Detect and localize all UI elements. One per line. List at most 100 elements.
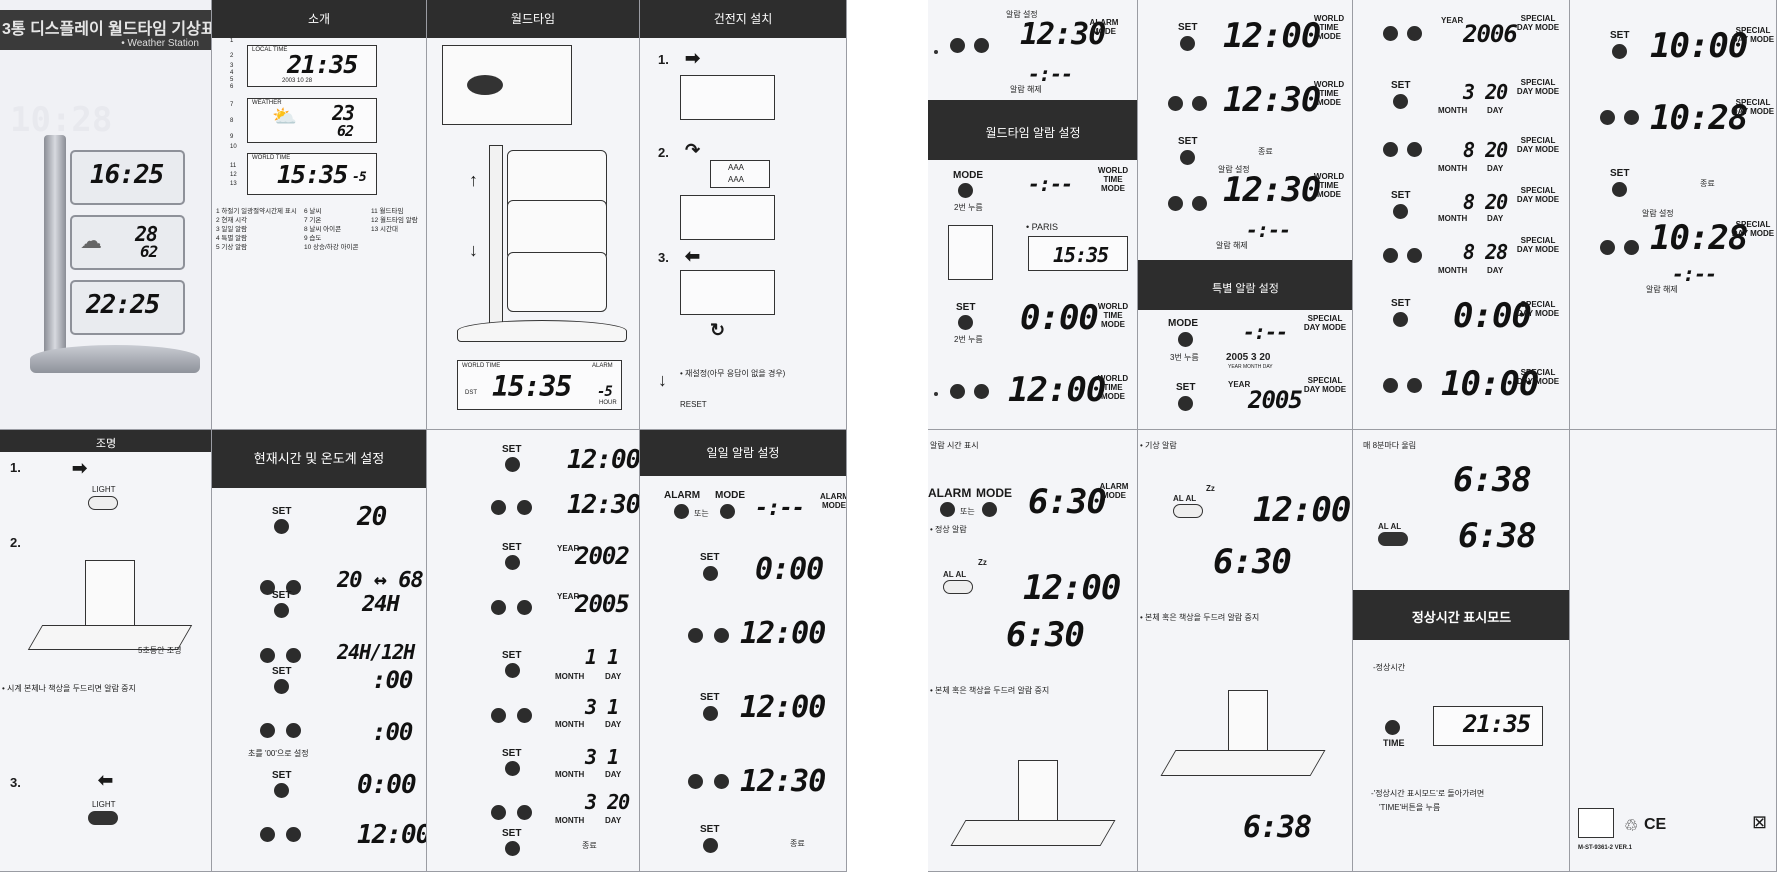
alarm-mode-label: ALARM MODE bbox=[1099, 482, 1129, 500]
set-button[interactable] bbox=[505, 841, 520, 856]
down-button[interactable] bbox=[1600, 240, 1615, 255]
battery-step-1: 1. bbox=[658, 52, 669, 67]
down-button[interactable] bbox=[950, 384, 965, 399]
set-button[interactable] bbox=[274, 679, 289, 694]
up-button[interactable] bbox=[517, 708, 532, 723]
set-button[interactable] bbox=[958, 315, 973, 330]
worldtime-screen-2 bbox=[507, 200, 607, 260]
mode-button[interactable] bbox=[958, 183, 973, 198]
legend-item: 6 날씨 bbox=[304, 208, 322, 215]
up-button[interactable] bbox=[974, 38, 989, 53]
down-button[interactable] bbox=[688, 774, 703, 789]
down-button[interactable] bbox=[491, 500, 506, 515]
p2c1-time-2: -:-- bbox=[1028, 62, 1073, 86]
up-button[interactable] bbox=[286, 723, 301, 738]
up-button[interactable] bbox=[517, 805, 532, 820]
up-button[interactable] bbox=[714, 774, 729, 789]
up-button[interactable] bbox=[286, 827, 301, 842]
set-button[interactable] bbox=[1393, 312, 1408, 327]
day-label: DAY bbox=[1487, 164, 1504, 173]
up-button[interactable] bbox=[1407, 26, 1422, 41]
timeset-row-2: 20 ↔ 68 bbox=[337, 568, 424, 593]
set-button[interactable] bbox=[703, 838, 718, 853]
up-button[interactable] bbox=[517, 500, 532, 515]
set-button[interactable] bbox=[703, 706, 718, 721]
set-button[interactable] bbox=[274, 783, 289, 798]
battery-reset-label: RESET bbox=[680, 400, 707, 409]
set-button[interactable] bbox=[1612, 182, 1627, 197]
legend-item: 1 하절기 일광절약시간제 표시 bbox=[216, 208, 297, 215]
set-button[interactable] bbox=[703, 566, 718, 581]
set-button[interactable] bbox=[505, 761, 520, 776]
set-button[interactable] bbox=[1393, 204, 1408, 219]
down-button[interactable] bbox=[491, 805, 506, 820]
dailyalarm-end: 종료 bbox=[790, 839, 805, 848]
time-button[interactable] bbox=[1385, 720, 1400, 735]
p2c1-time-5: 12:00 bbox=[1008, 370, 1106, 410]
down-button[interactable] bbox=[1600, 110, 1615, 125]
mode-button[interactable] bbox=[1178, 332, 1193, 347]
up-button[interactable] bbox=[286, 580, 301, 595]
paris-lcd bbox=[1028, 236, 1128, 271]
down-button[interactable] bbox=[491, 600, 506, 615]
down-button[interactable] bbox=[260, 580, 275, 595]
alarm-button[interactable] bbox=[674, 504, 689, 519]
down-button[interactable] bbox=[491, 708, 506, 723]
dailyalarm-row-4: 12:00 bbox=[740, 690, 826, 725]
weather-alarm-note: • 기상 알람 bbox=[1140, 441, 1177, 450]
up-button[interactable] bbox=[286, 648, 301, 663]
cover-subtitle: • Weather Station bbox=[121, 38, 199, 49]
set-label: SET bbox=[1391, 80, 1411, 91]
down-button[interactable] bbox=[260, 827, 275, 842]
alarm-button[interactable] bbox=[940, 502, 955, 517]
day-label: DAY bbox=[1487, 266, 1504, 275]
up-button[interactable] bbox=[1624, 110, 1639, 125]
set-button[interactable] bbox=[505, 555, 520, 570]
battery-cells bbox=[710, 160, 770, 188]
set-button[interactable] bbox=[1178, 396, 1193, 411]
down-button[interactable] bbox=[1383, 378, 1398, 393]
alarm-switch-2 bbox=[1173, 504, 1203, 518]
down-button[interactable] bbox=[950, 38, 965, 53]
down-button[interactable] bbox=[1383, 142, 1398, 157]
timeset-row-5: :00 bbox=[372, 666, 413, 694]
device-screen-bottom bbox=[70, 280, 185, 335]
intro-lcd-3 bbox=[247, 153, 377, 195]
set-button[interactable] bbox=[1393, 94, 1408, 109]
mode-button[interactable] bbox=[720, 504, 735, 519]
set-button[interactable] bbox=[505, 663, 520, 678]
legend-item: 13 시간대 bbox=[371, 226, 398, 233]
p2c4-row-3: 10:28 bbox=[1650, 218, 1748, 258]
sd-mode-label: SPECIAL DAY MODE bbox=[1516, 186, 1560, 204]
up-button[interactable] bbox=[1407, 142, 1422, 157]
up-button[interactable] bbox=[1192, 196, 1207, 211]
set-button[interactable] bbox=[1612, 44, 1627, 59]
down-button[interactable] bbox=[1168, 196, 1183, 211]
down-button[interactable] bbox=[1168, 96, 1183, 111]
mode-button[interactable] bbox=[982, 502, 997, 517]
down-button[interactable] bbox=[1383, 26, 1398, 41]
set-button[interactable] bbox=[505, 457, 520, 472]
up-button[interactable] bbox=[1407, 378, 1422, 393]
device-clock-top: 16:25 bbox=[90, 160, 164, 190]
up-button[interactable] bbox=[1624, 240, 1639, 255]
alarm-label: ALARM bbox=[928, 486, 972, 500]
intro-lcd-3-label: WORLD TIME bbox=[252, 155, 291, 161]
set-button[interactable] bbox=[274, 603, 289, 618]
device-temp: 28 bbox=[135, 222, 158, 246]
down-button[interactable] bbox=[260, 648, 275, 663]
set-label: SET bbox=[700, 692, 720, 703]
set-button[interactable] bbox=[274, 519, 289, 534]
up-button[interactable] bbox=[974, 384, 989, 399]
set-button[interactable] bbox=[1180, 36, 1195, 51]
up-button[interactable] bbox=[517, 600, 532, 615]
down-button[interactable] bbox=[688, 628, 703, 643]
up-button[interactable] bbox=[1192, 96, 1207, 111]
down-button[interactable] bbox=[260, 723, 275, 738]
row-number: 11 bbox=[230, 163, 237, 169]
legend-item: 11 월드타임 bbox=[371, 208, 404, 215]
up-button[interactable] bbox=[714, 628, 729, 643]
set-button[interactable] bbox=[1180, 150, 1195, 165]
up-button[interactable] bbox=[1407, 248, 1422, 263]
down-button[interactable] bbox=[1383, 248, 1398, 263]
